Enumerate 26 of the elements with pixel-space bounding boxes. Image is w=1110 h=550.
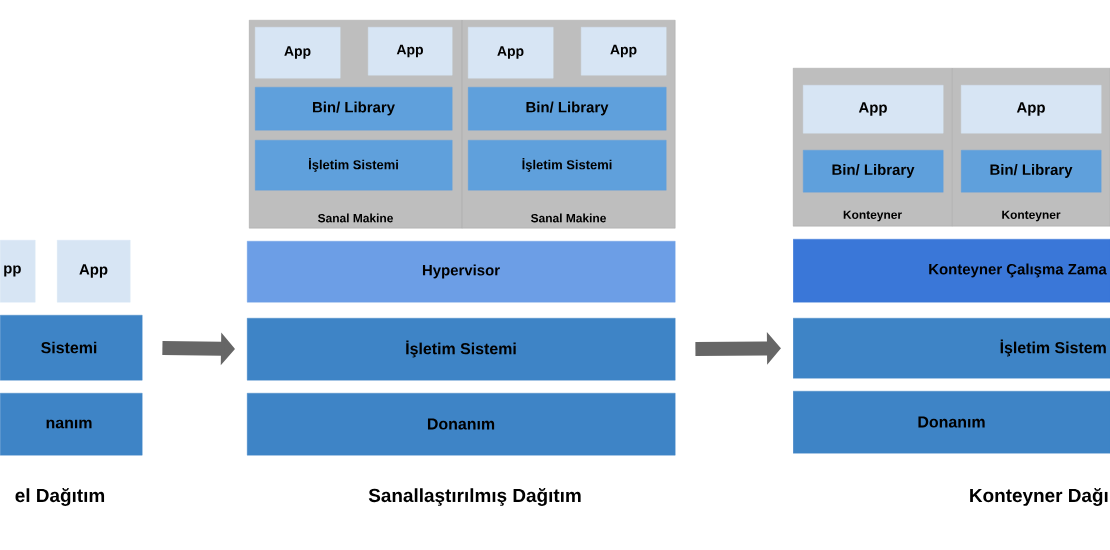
layer-bar: Donanım (247, 393, 676, 456)
app-box: App (803, 85, 944, 134)
runtime-bar: Konteyner Çalışma Zama (793, 239, 1110, 303)
app-box: pp (0, 240, 36, 303)
library-bar: Bin/ Library (961, 150, 1102, 193)
app-box: App (581, 27, 667, 76)
layer-bar: nanım (0, 393, 143, 456)
hypervisor-bar: Hypervisor (247, 241, 676, 303)
os-bar: İşletim Sistemi (255, 140, 453, 191)
layer-bar: İşletim Sistemi (247, 318, 676, 381)
layer-bar: Donanım (793, 391, 1110, 454)
app-box: App (255, 27, 341, 79)
app-box: App (57, 240, 131, 303)
library-bar: Bin/ Library (255, 87, 453, 131)
library-bar: Bin/ Library (468, 87, 667, 131)
os-bar: İşletim Sistemi (468, 140, 667, 191)
node-label: Konteyner (1002, 210, 1061, 222)
app-box: App (468, 27, 554, 79)
library-bar: Bin/ Library (803, 150, 944, 193)
app-box: App (961, 85, 1102, 134)
app-box: App (368, 27, 453, 76)
column-title: el Dağıtım (15, 488, 105, 506)
layer-bar: İşletim Sistem (793, 318, 1110, 379)
layer-bar: Sistemi (0, 315, 143, 381)
column-title: Konteyner Dağı (970, 488, 1108, 506)
column-title: Sanallaştırılmış Dağıtım (368, 488, 581, 506)
